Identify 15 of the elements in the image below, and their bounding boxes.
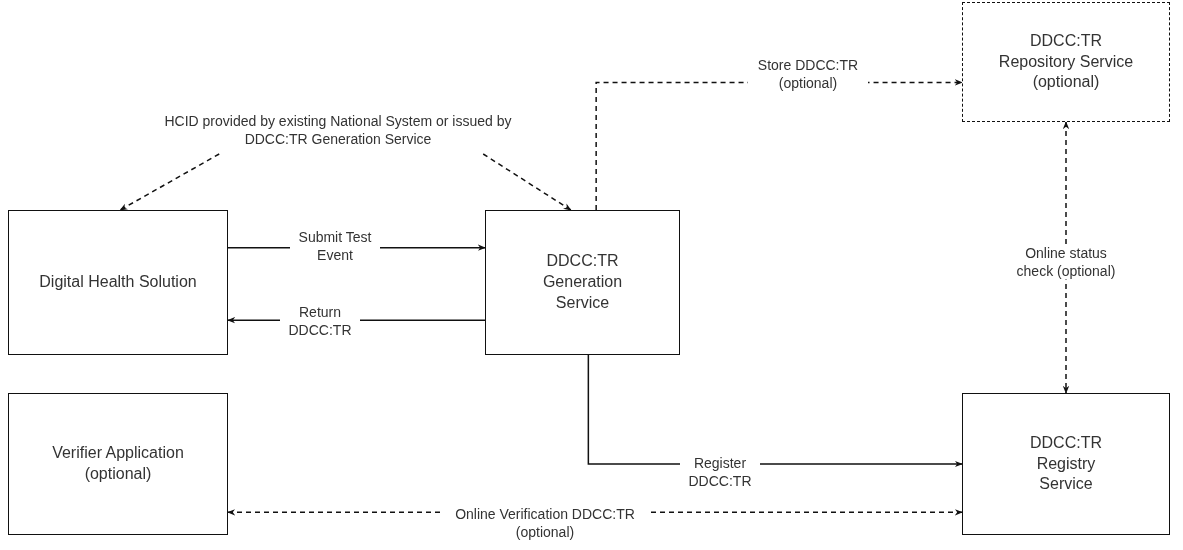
edge-label: Online status check (optional) [1016,244,1116,280]
node-label: Verifier Application (optional) [51,443,185,484]
arrow [119,153,220,211]
node-label: DDCC:TR Repository Service (optional) [997,30,1135,93]
node-label: DDCC:TR Generation Service [541,251,624,313]
process-box [8,393,228,535]
node-label: Digital Health Solution [39,272,197,293]
arrow [482,153,572,211]
optional-service-box [962,2,1170,122]
process-box [8,210,228,355]
annotation-text: HCID provided by existing National System or issued by DDCC:TR Generation Service [163,111,513,149]
process-box [485,210,680,355]
node-label: DDCC:TR Registry Service [1029,432,1103,495]
process-box [962,393,1170,535]
arrow [1062,121,1070,394]
